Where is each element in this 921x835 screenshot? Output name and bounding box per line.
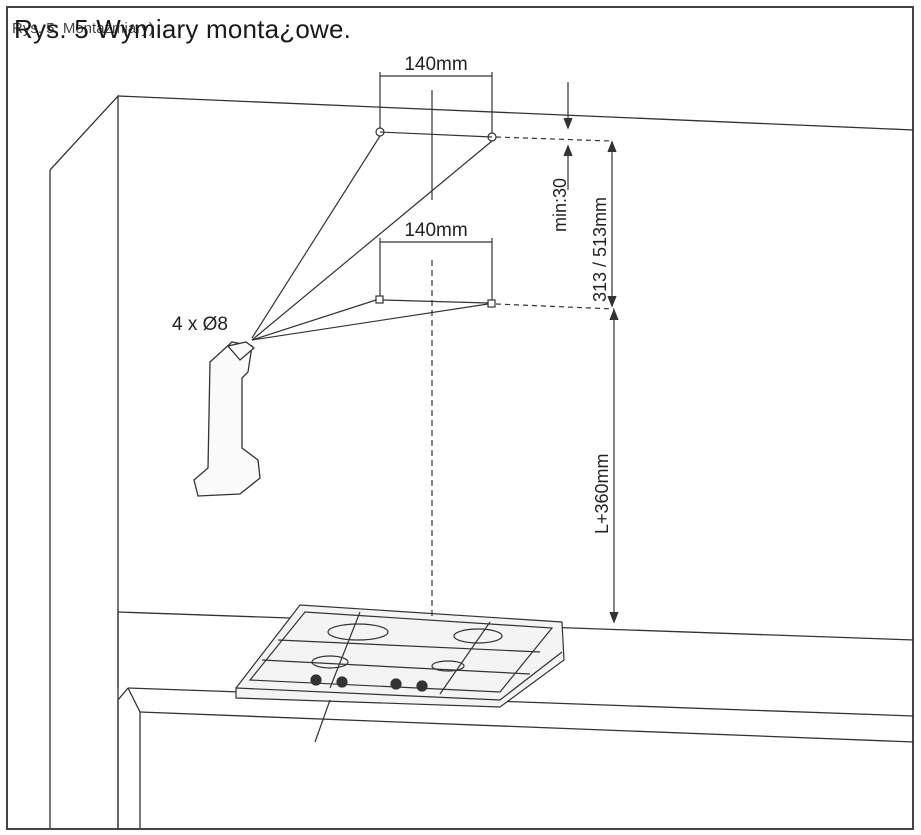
figure-title: Rys. 5 Wymiary monta¿owe. bbox=[14, 14, 352, 44]
drill-spec-label: 4 x Ø8 bbox=[172, 314, 228, 335]
width-bottom-label: 140mm bbox=[404, 220, 467, 241]
width-top-label: 140mm bbox=[404, 54, 467, 75]
holes-and-dims bbox=[251, 72, 619, 624]
center-line bbox=[314, 90, 433, 743]
figure-title-overlay: Rys. 5: Montażmiary) bbox=[12, 20, 154, 37]
min-clearance-label: min:30 bbox=[550, 178, 570, 232]
hole-spacing-label: 313 / 513mm bbox=[590, 197, 610, 302]
drill-icon bbox=[193, 341, 261, 497]
gas-hob bbox=[235, 604, 565, 708]
wall-and-cabinet bbox=[49, 94, 915, 828]
figure-frame bbox=[6, 6, 914, 830]
height-label: L+360mm bbox=[592, 453, 612, 534]
